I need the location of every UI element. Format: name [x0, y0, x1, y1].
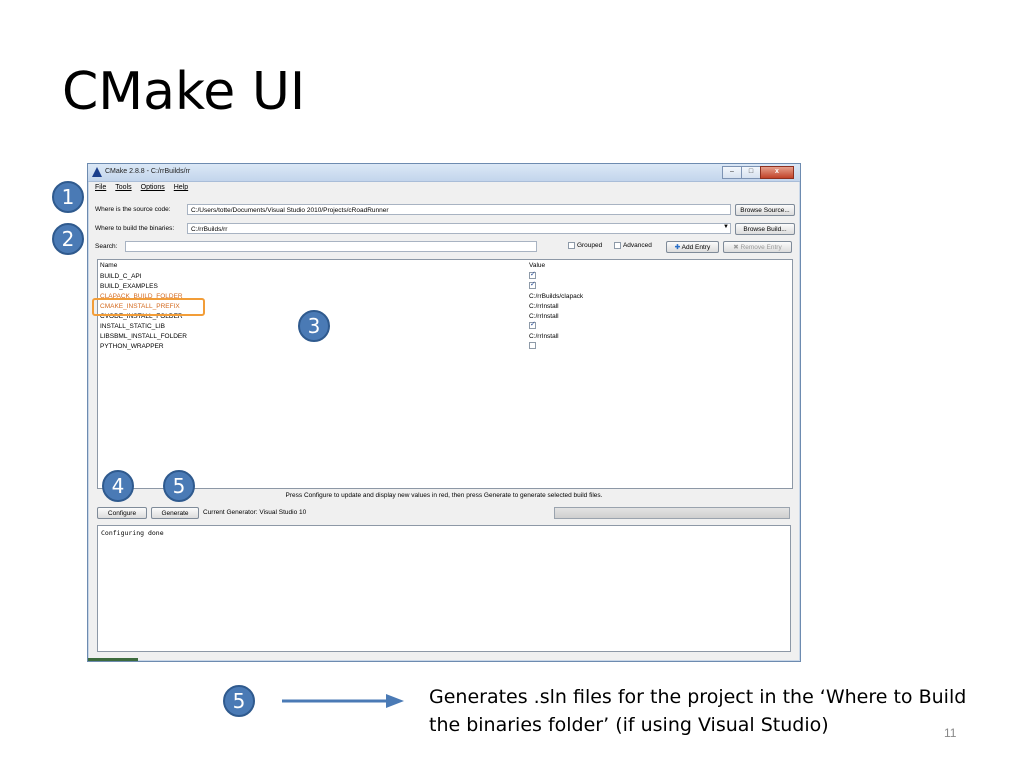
minimize-button[interactable]: –	[722, 166, 742, 179]
dropdown-arrow-icon[interactable]: ▼	[723, 224, 729, 230]
source-row: Where is the source code: C:/Users/totte…	[95, 204, 795, 216]
table-row[interactable]: PYTHON_WRAPPER	[98, 341, 792, 351]
output-log[interactable]: Configuring done	[97, 525, 791, 652]
table-row[interactable]: CVODE_INSTALL_FOLDER C:/rrInstall	[98, 312, 792, 321]
title-bar[interactable]: CMake 2.8.8 - C:/rrBuilds/rr – □ x	[88, 164, 800, 182]
configure-hint: Press Configure to update and display ne…	[285, 492, 603, 499]
menu-options[interactable]: Options	[140, 184, 165, 191]
search-input[interactable]	[125, 241, 537, 252]
checkbox-checked-icon[interactable]	[529, 280, 536, 289]
remove-entry-label: Remove Entry	[740, 244, 782, 251]
row-name: INSTALL_STATIC_LIB	[100, 323, 166, 330]
page-number: 11	[944, 726, 957, 740]
checkbox-checked-icon[interactable]	[529, 270, 536, 279]
source-label: Where is the source code:	[95, 206, 171, 213]
column-header-name[interactable]: Name	[100, 262, 118, 269]
callout-5-legend: 5	[223, 685, 255, 717]
callout-2: 2	[52, 223, 84, 255]
advanced-option[interactable]: Advanced	[614, 242, 652, 249]
current-generator: Current Generator: Visual Studio 10	[203, 509, 307, 516]
cmake-logo-icon	[92, 167, 102, 177]
grouped-option[interactable]: Grouped	[568, 242, 602, 249]
menu-help[interactable]: Help	[173, 184, 189, 191]
callout-3: 3	[298, 310, 330, 342]
window-title: CMake 2.8.8 - C:/rrBuilds/rr	[105, 168, 191, 175]
advanced-label: Advanced	[622, 242, 652, 249]
checkbox-checked-icon[interactable]	[529, 320, 536, 329]
callout-4: 4	[102, 470, 134, 502]
binaries-row: Where to build the binaries: C:/rrBuilds…	[95, 223, 795, 235]
row-value-checkbox[interactable]	[529, 280, 536, 291]
generate-button[interactable]: Generate	[151, 507, 199, 519]
row-name: BUILD_EXAMPLES	[100, 283, 158, 290]
row-name: CVODE_INSTALL_FOLDER	[100, 313, 183, 320]
search-row: Search: Grouped Advanced ✚ Add Entry ✖ R…	[95, 241, 792, 253]
table-row[interactable]: CMAKE_INSTALL_PREFIX C:/rrInstall	[98, 302, 792, 311]
configure-button[interactable]: Configure	[97, 507, 147, 519]
menu-tools[interactable]: Tools	[115, 184, 132, 191]
table-row[interactable]: BUILD_EXAMPLES	[98, 280, 792, 291]
browse-source-button[interactable]: Browse Source...	[735, 204, 795, 216]
source-path-input[interactable]: C:/Users/totte/Documents/Visual Studio 2…	[187, 204, 731, 215]
cmake-window: CMake 2.8.8 - C:/rrBuilds/rr – □ x File …	[87, 163, 801, 662]
row-name: CLAPACK_BUILD_FOLDER	[100, 293, 183, 300]
menu-bar: File Tools Options Help	[88, 182, 800, 193]
binaries-label: Where to build the binaries:	[95, 225, 175, 232]
cache-entries-table[interactable]: Name Value BUILD_C_API BUILD_EXAMPLES CLAP…	[97, 259, 793, 489]
menu-file[interactable]: File	[95, 184, 107, 191]
progress-bar	[554, 507, 790, 519]
row-value[interactable]: C:/rrInstall	[529, 333, 559, 340]
arrow-icon	[282, 694, 404, 708]
callout-1: 1	[52, 181, 84, 213]
highlight-box	[92, 298, 205, 316]
grouped-checkbox[interactable]	[568, 242, 575, 249]
callout-5: 5	[163, 470, 195, 502]
row-name: CMAKE_INSTALL_PREFIX	[100, 303, 180, 310]
table-row[interactable]: INSTALL_STATIC_LIB	[98, 320, 792, 331]
row-value[interactable]: C:/rrInstall	[529, 313, 559, 320]
row-name: LIBSBML_INSTALL_FOLDER	[100, 333, 187, 340]
add-entry-label: Add Entry	[681, 244, 711, 251]
row-value[interactable]: C:/rrInstall	[529, 303, 559, 310]
table-row[interactable]: LIBSBML_INSTALL_FOLDER C:/rrInstall	[98, 332, 792, 341]
checkbox-unchecked-icon[interactable]	[529, 341, 536, 349]
row-value[interactable]: C:/rrBuilds/clapack	[529, 293, 584, 300]
slide-title: CMake UI	[62, 62, 306, 122]
plus-icon: ✚	[674, 244, 681, 251]
row-name: PYTHON_WRAPPER	[100, 343, 164, 350]
remove-icon: ✖	[733, 244, 739, 251]
grouped-label: Grouped	[576, 242, 603, 249]
search-label: Search:	[95, 243, 118, 250]
row-name: BUILD_C_API	[100, 273, 142, 280]
column-header-value[interactable]: Value	[529, 262, 546, 269]
row-value-checkbox[interactable]	[529, 341, 536, 351]
add-entry-button[interactable]: ✚ Add Entry	[666, 241, 719, 253]
close-button[interactable]: x	[760, 166, 794, 179]
row-value-checkbox[interactable]	[529, 320, 536, 331]
table-row[interactable]: CLAPACK_BUILD_FOLDER C:/rrBuilds/clapack	[98, 292, 792, 301]
table-row[interactable]: BUILD_C_API	[98, 270, 792, 281]
slide-description: Generates .sln files for the project in …	[429, 686, 967, 736]
advanced-checkbox[interactable]	[614, 242, 621, 249]
row-value-checkbox[interactable]	[529, 270, 536, 281]
remove-entry-button[interactable]: ✖ Remove Entry	[723, 241, 792, 253]
maximize-button[interactable]: □	[741, 166, 761, 179]
browse-build-button[interactable]: Browse Build...	[735, 223, 795, 235]
status-accent	[88, 658, 138, 661]
window-controls: – □ x	[722, 166, 794, 179]
binaries-path-input[interactable]: C:/rrBuilds/rr	[187, 223, 731, 234]
